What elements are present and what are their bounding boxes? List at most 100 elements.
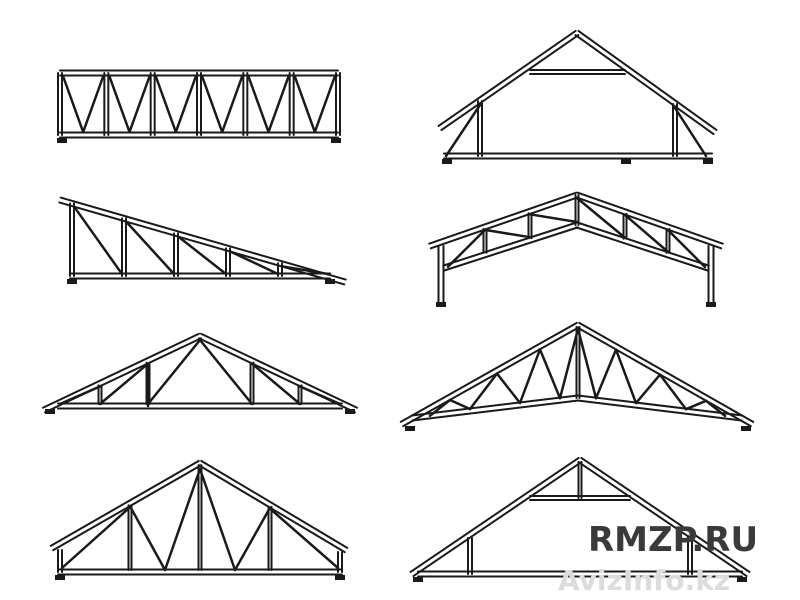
diagonal — [154, 74, 178, 134]
bottom-chord-left — [442, 221, 578, 267]
howe-truss — [49, 459, 349, 580]
top-chord — [58, 201, 346, 286]
rafter-right — [575, 326, 752, 428]
support-pad — [331, 138, 341, 143]
rafter-left — [52, 464, 203, 552]
diagonal — [250, 362, 302, 406]
diagonal — [220, 74, 244, 134]
rafter-right — [200, 332, 359, 409]
diagonal — [163, 467, 202, 572]
diagonal — [128, 504, 167, 572]
support-pad — [703, 159, 713, 164]
top-chord — [59, 196, 347, 281]
fink-truss — [41, 332, 359, 414]
diagonal — [72, 205, 124, 276]
rafter-left — [41, 332, 200, 409]
support-pad — [55, 575, 65, 580]
bottom-chord-left — [411, 399, 580, 422]
bottom-chord-right — [577, 394, 744, 417]
web — [684, 399, 708, 411]
rafter-left — [49, 459, 200, 547]
diagonal — [200, 74, 224, 134]
support-pad — [737, 577, 747, 582]
diagonal — [298, 385, 342, 406]
bottom-chord-left — [410, 394, 579, 417]
diagonal — [247, 74, 270, 134]
brace — [444, 103, 482, 158]
diagonal — [124, 220, 176, 276]
diagonal — [176, 235, 228, 276]
rafter-left — [409, 456, 580, 573]
support-pad — [45, 409, 55, 414]
watermark-primary: RMZP.RU — [588, 520, 758, 560]
support-pad — [621, 159, 631, 164]
diagonal — [293, 74, 317, 134]
diagonal — [228, 250, 280, 276]
diagonal — [60, 505, 132, 570]
fan-scissor-truss — [399, 321, 755, 431]
brace — [673, 106, 708, 158]
top-chord-left — [429, 196, 579, 250]
rafter-right — [577, 461, 748, 578]
diagonal — [268, 507, 340, 570]
parallel-chord-warren-truss — [57, 69, 341, 143]
rafter-left — [399, 321, 578, 423]
rafter-left — [440, 34, 580, 132]
diagonal — [575, 196, 627, 240]
diagonal — [666, 228, 707, 269]
diagonal — [313, 74, 337, 134]
diagonal — [528, 213, 579, 224]
watermark-secondary: AvizInfo.kz — [558, 564, 730, 597]
support-pad — [706, 302, 716, 307]
web — [594, 348, 618, 400]
diagonal — [198, 467, 237, 572]
rafter-left — [412, 461, 583, 578]
web — [495, 372, 522, 405]
support-pad — [442, 159, 452, 164]
support-pad — [741, 426, 751, 431]
bottom-chord-right — [576, 399, 743, 422]
rafter-right — [578, 321, 755, 423]
support-pad — [57, 138, 67, 143]
top-chord-right — [575, 196, 723, 250]
web — [538, 348, 562, 400]
diagonal — [198, 338, 254, 406]
diagonal — [483, 228, 532, 239]
support-pad — [405, 426, 415, 431]
diagonal — [446, 228, 487, 268]
scissor-truss-on-posts — [428, 191, 724, 307]
support-pad — [67, 279, 77, 284]
web — [576, 327, 598, 400]
diagonal — [108, 74, 131, 134]
rafter-left — [402, 326, 581, 428]
rafter-right — [577, 29, 718, 131]
support-pad — [413, 577, 423, 582]
diagonal — [623, 213, 670, 254]
web — [468, 372, 499, 411]
diagonal — [81, 74, 105, 134]
support-pad — [325, 279, 335, 284]
top-chord-right — [576, 191, 724, 245]
attic-truss-with-collar — [437, 29, 718, 164]
rafter-right — [574, 34, 715, 136]
web — [428, 398, 452, 418]
rafter-right — [200, 459, 349, 549]
rafter-right — [580, 456, 751, 573]
diagonal — [98, 362, 150, 406]
web — [634, 373, 662, 405]
web — [704, 399, 727, 418]
web — [658, 373, 688, 411]
diagonal — [280, 265, 330, 276]
mono-pitch-truss — [58, 196, 347, 286]
bottom-chord-left — [443, 226, 579, 272]
bottom-chord-right — [576, 221, 710, 267]
diagonal — [267, 74, 290, 134]
diagonal — [61, 74, 85, 134]
web — [448, 398, 472, 411]
attic-truss-large — [409, 456, 751, 582]
web — [558, 327, 580, 400]
diagonal — [128, 74, 151, 134]
support-pad — [345, 409, 355, 414]
rafter-left — [437, 29, 577, 127]
diagonal — [174, 74, 198, 134]
